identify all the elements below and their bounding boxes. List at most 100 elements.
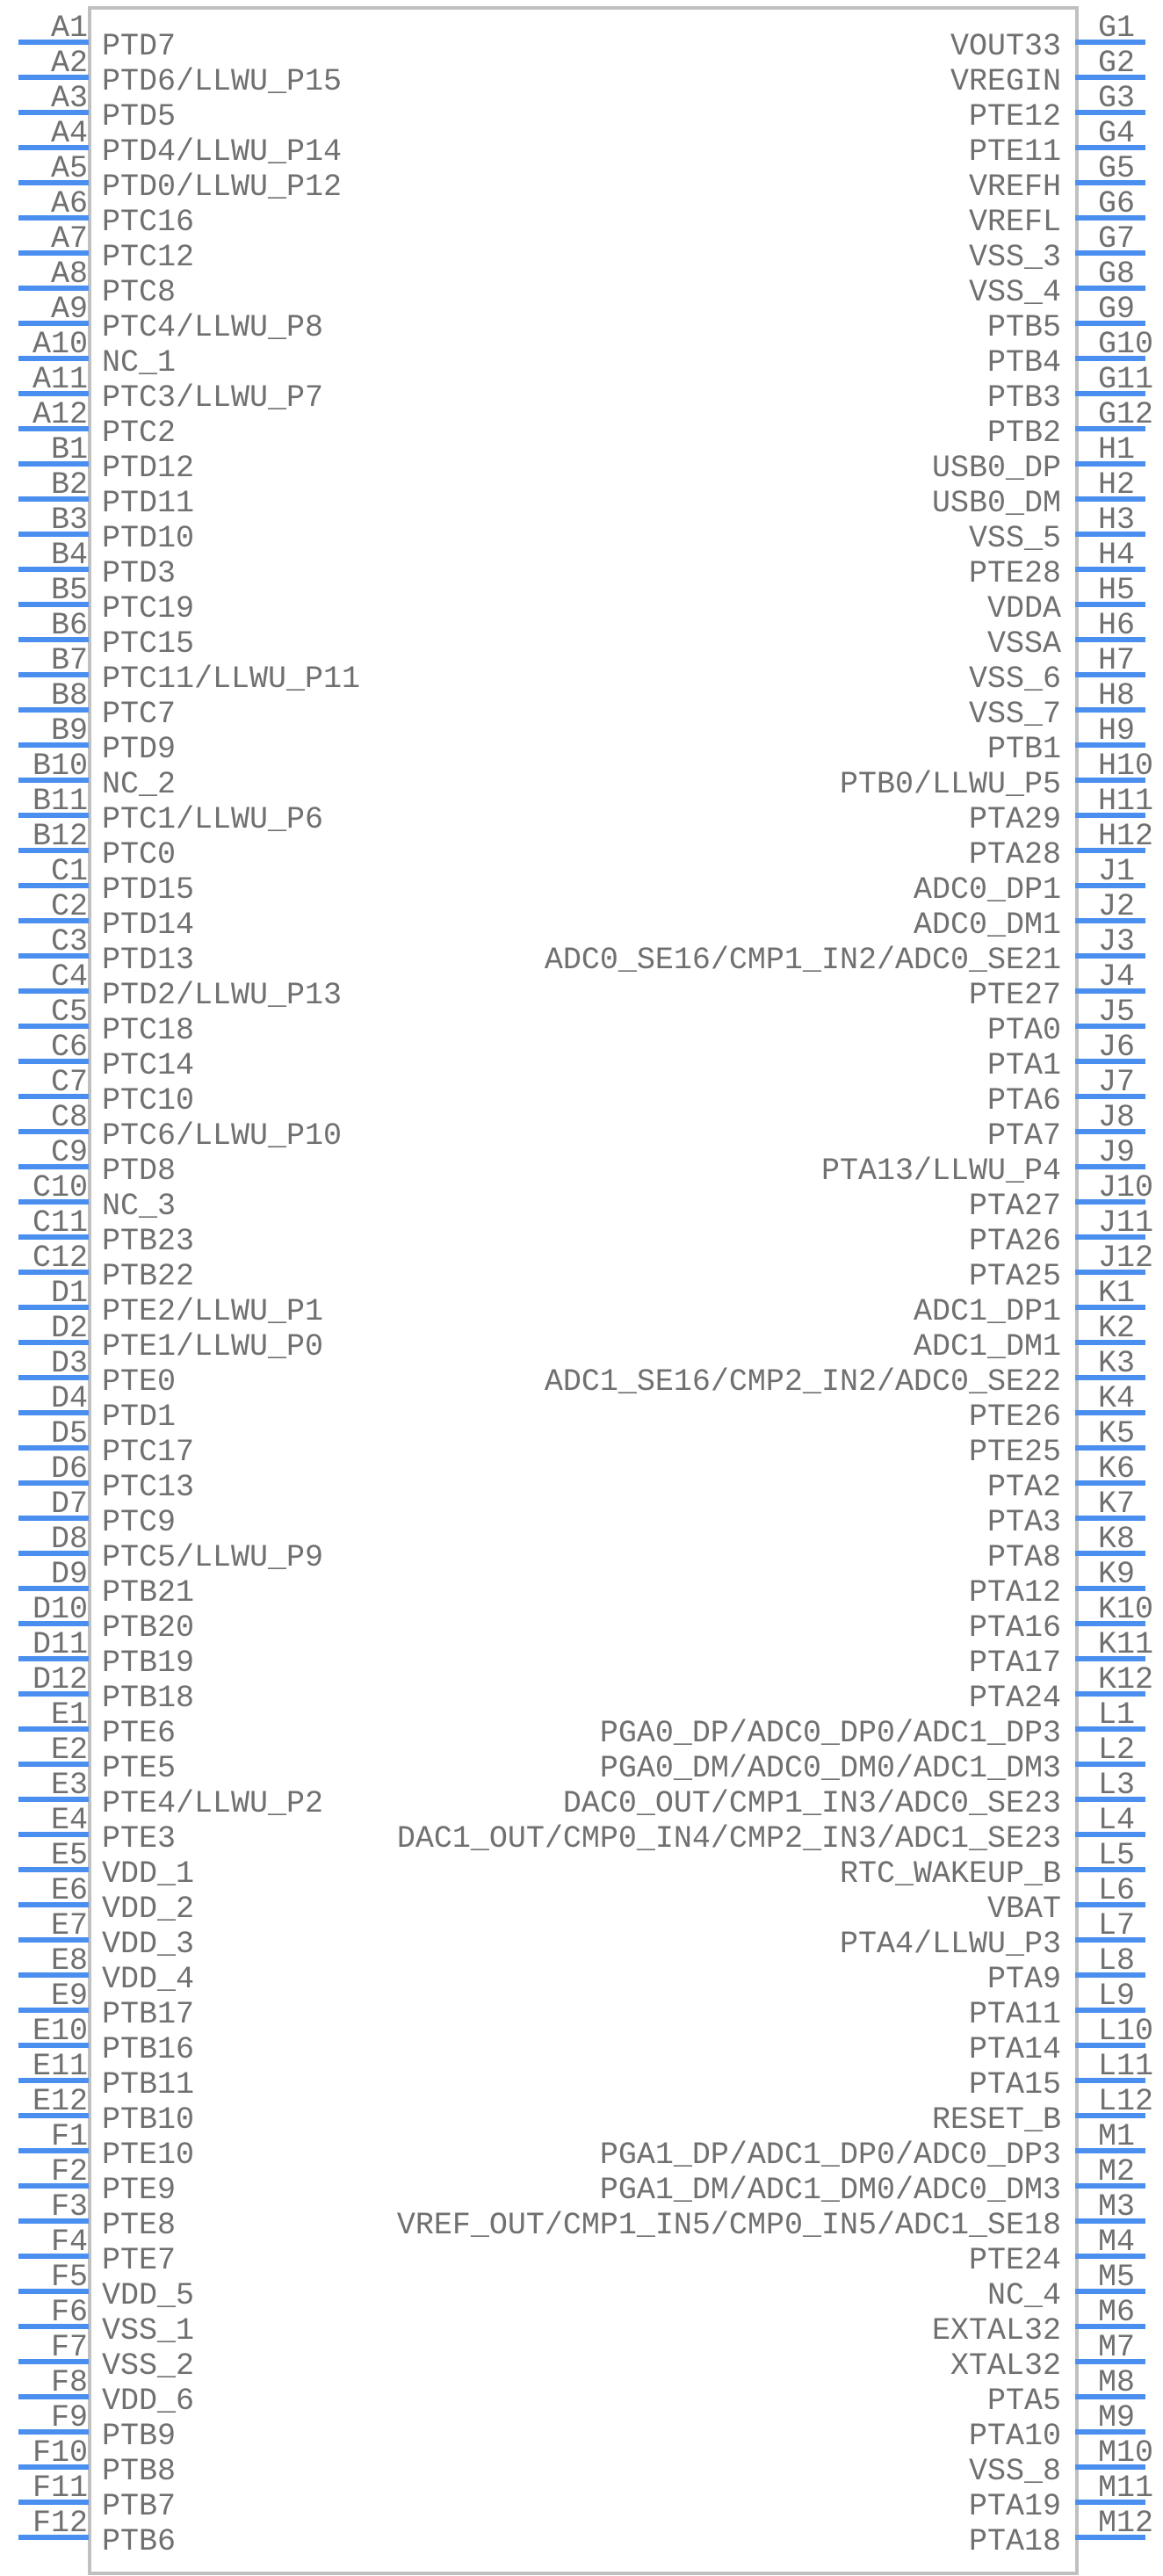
pin-line[interactable] <box>18 1586 89 1591</box>
pin-line[interactable] <box>18 496 89 502</box>
pin-line[interactable] <box>1075 2394 1145 2399</box>
pin-line[interactable] <box>1075 40 1145 45</box>
pin-line[interactable] <box>1075 1867 1145 1872</box>
pin-line[interactable] <box>18 1094 89 1099</box>
pin-line[interactable] <box>1075 1726 1145 1732</box>
pin-line[interactable] <box>18 391 89 396</box>
pin-line[interactable] <box>1075 2324 1145 2329</box>
pin-line[interactable] <box>1075 567 1145 572</box>
pin-line[interactable] <box>18 1059 89 1064</box>
pin-line[interactable] <box>1075 1656 1145 1661</box>
pin-line[interactable] <box>18 1726 89 1732</box>
pin-line[interactable] <box>18 2464 89 2470</box>
pin-line[interactable] <box>1075 250 1145 256</box>
pin-line[interactable] <box>18 2500 89 2505</box>
pin-line[interactable] <box>18 1867 89 1872</box>
pin-line[interactable] <box>1075 1445 1145 1451</box>
pin-line[interactable] <box>18 918 89 923</box>
pin-line[interactable] <box>1075 145 1145 150</box>
pin-line[interactable] <box>1075 1410 1145 1415</box>
pin-line[interactable] <box>18 883 89 888</box>
pin-line[interactable] <box>1075 1094 1145 1099</box>
pin-line[interactable] <box>18 1691 89 1697</box>
pin-line[interactable] <box>1075 180 1145 185</box>
pin-line[interactable] <box>1075 1305 1145 1310</box>
pin-line[interactable] <box>1075 1375 1145 1380</box>
pin-line[interactable] <box>18 145 89 150</box>
pin-line[interactable] <box>1075 2254 1145 2259</box>
pin-line[interactable] <box>1075 637 1145 642</box>
pin-line[interactable] <box>18 2359 89 2364</box>
pin-line[interactable] <box>18 2429 89 2435</box>
pin-line[interactable] <box>1075 672 1145 677</box>
pin-line[interactable] <box>1075 1199 1145 1205</box>
pin-line[interactable] <box>1075 1129 1145 1134</box>
pin-line[interactable] <box>18 1410 89 1415</box>
pin-line[interactable] <box>18 2254 89 2259</box>
pin-line[interactable] <box>18 1164 89 1169</box>
pin-line[interactable] <box>18 1234 89 1240</box>
pin-line[interactable] <box>1075 110 1145 115</box>
pin-line[interactable] <box>18 1024 89 1029</box>
pin-line[interactable] <box>1075 215 1145 221</box>
pin-line[interactable] <box>18 1797 89 1802</box>
pin-line[interactable] <box>18 778 89 783</box>
pin-line[interactable] <box>18 742 89 748</box>
pin-line[interactable] <box>1075 426 1145 431</box>
pin-line[interactable] <box>18 1516 89 1521</box>
pin-line[interactable] <box>1075 356 1145 361</box>
pin-line[interactable] <box>18 40 89 45</box>
pin-line[interactable] <box>18 2078 89 2083</box>
pin-line[interactable] <box>1075 1164 1145 1169</box>
pin-line[interactable] <box>18 356 89 361</box>
pin-line[interactable] <box>1075 1797 1145 1802</box>
pin-line[interactable] <box>18 813 89 818</box>
pin-line[interactable] <box>18 2183 89 2189</box>
pin-line[interactable] <box>1075 2148 1145 2153</box>
pin-line[interactable] <box>18 2535 89 2540</box>
pin-line[interactable] <box>1075 742 1145 748</box>
pin-line[interactable] <box>1075 2218 1145 2224</box>
pin-line[interactable] <box>1075 1270 1145 1275</box>
pin-line[interactable] <box>18 1129 89 1134</box>
pin-line[interactable] <box>1075 1516 1145 1521</box>
pin-line[interactable] <box>1075 2535 1145 2540</box>
pin-line[interactable] <box>18 2043 89 2048</box>
pin-line[interactable] <box>1075 1762 1145 1767</box>
pin-line[interactable] <box>18 1832 89 1837</box>
pin-line[interactable] <box>18 2148 89 2153</box>
pin-line[interactable] <box>1075 75 1145 80</box>
pin-line[interactable] <box>18 848 89 853</box>
pin-line[interactable] <box>18 1656 89 1661</box>
pin-line[interactable] <box>1075 848 1145 853</box>
pin-line[interactable] <box>18 1199 89 1205</box>
pin-line[interactable] <box>18 1902 89 1907</box>
pin-line[interactable] <box>1075 1340 1145 1345</box>
pin-line[interactable] <box>1075 496 1145 502</box>
pin-line[interactable] <box>18 321 89 326</box>
pin-line[interactable] <box>1075 2500 1145 2505</box>
pin-line[interactable] <box>18 1480 89 1486</box>
pin-line[interactable] <box>18 2218 89 2224</box>
pin-line[interactable] <box>1075 1621 1145 1626</box>
pin-line[interactable] <box>1075 953 1145 959</box>
pin-line[interactable] <box>1075 2289 1145 2294</box>
pin-line[interactable] <box>18 953 89 959</box>
pin-line[interactable] <box>1075 988 1145 994</box>
pin-line[interactable] <box>18 2289 89 2294</box>
pin-line[interactable] <box>18 110 89 115</box>
pin-line[interactable] <box>18 75 89 80</box>
pin-line[interactable] <box>1075 778 1145 783</box>
pin-line[interactable] <box>1075 1586 1145 1591</box>
pin-line[interactable] <box>1075 602 1145 607</box>
pin-line[interactable] <box>1075 532 1145 537</box>
pin-line[interactable] <box>1075 813 1145 818</box>
pin-line[interactable] <box>18 1762 89 1767</box>
pin-line[interactable] <box>1075 1832 1145 1837</box>
pin-line[interactable] <box>18 1375 89 1380</box>
pin-line[interactable] <box>18 286 89 291</box>
pin-line[interactable] <box>1075 2043 1145 2048</box>
pin-line[interactable] <box>18 250 89 256</box>
pin-line[interactable] <box>1075 2359 1145 2364</box>
pin-line[interactable] <box>1075 1691 1145 1697</box>
